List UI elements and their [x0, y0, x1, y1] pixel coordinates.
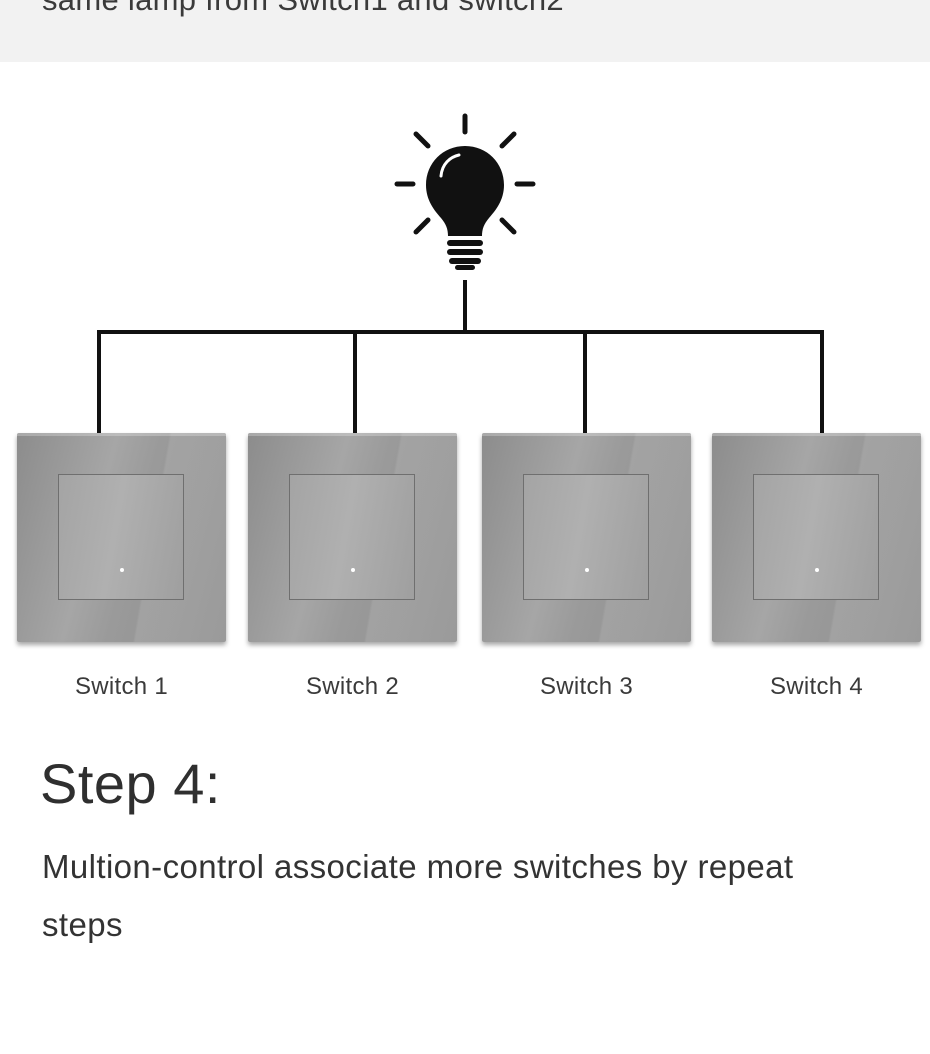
ray-bottom-right — [499, 217, 517, 235]
switch-label-1: Switch 1 — [74, 673, 169, 700]
wires — [97, 280, 824, 433]
bulb-base-ring-2 — [447, 249, 483, 255]
ray-top-right — [499, 131, 517, 149]
switch-key-3 — [523, 474, 649, 600]
bulb-base-ring-3 — [449, 258, 481, 264]
switch-indicator-3 — [585, 568, 589, 572]
switch-indicator-1 — [120, 568, 124, 572]
light-bulb-icon — [394, 113, 536, 270]
switch-label-2: Switch 2 — [305, 673, 400, 700]
bulb-highlight — [439, 153, 461, 178]
bulb-base-tip — [455, 265, 475, 270]
switch-panel-4 — [712, 433, 921, 642]
wiring-diagram — [97, 113, 824, 433]
switch-label-4: Switch 4 — [769, 673, 864, 700]
switch-indicator-2 — [351, 568, 355, 572]
switch-panel-3 — [482, 433, 691, 642]
switch-label-3: Switch 3 — [539, 673, 634, 700]
switch-indicator-4 — [815, 568, 819, 572]
bulb-base-ring-1 — [447, 240, 483, 246]
switch-panel-1 — [17, 433, 226, 642]
ray-bottom-left — [413, 217, 431, 235]
step-description: Multion-control associate more switches … — [42, 848, 794, 943]
ray-top-left — [413, 131, 431, 149]
switch-key-2 — [289, 474, 415, 600]
switch-panel-2 — [248, 433, 457, 642]
switch-key-1 — [58, 474, 184, 600]
light-rays — [394, 113, 536, 235]
switch-key-4 — [753, 474, 879, 600]
bulb-glass — [426, 146, 504, 236]
step-title: Step 4: — [40, 752, 221, 815]
